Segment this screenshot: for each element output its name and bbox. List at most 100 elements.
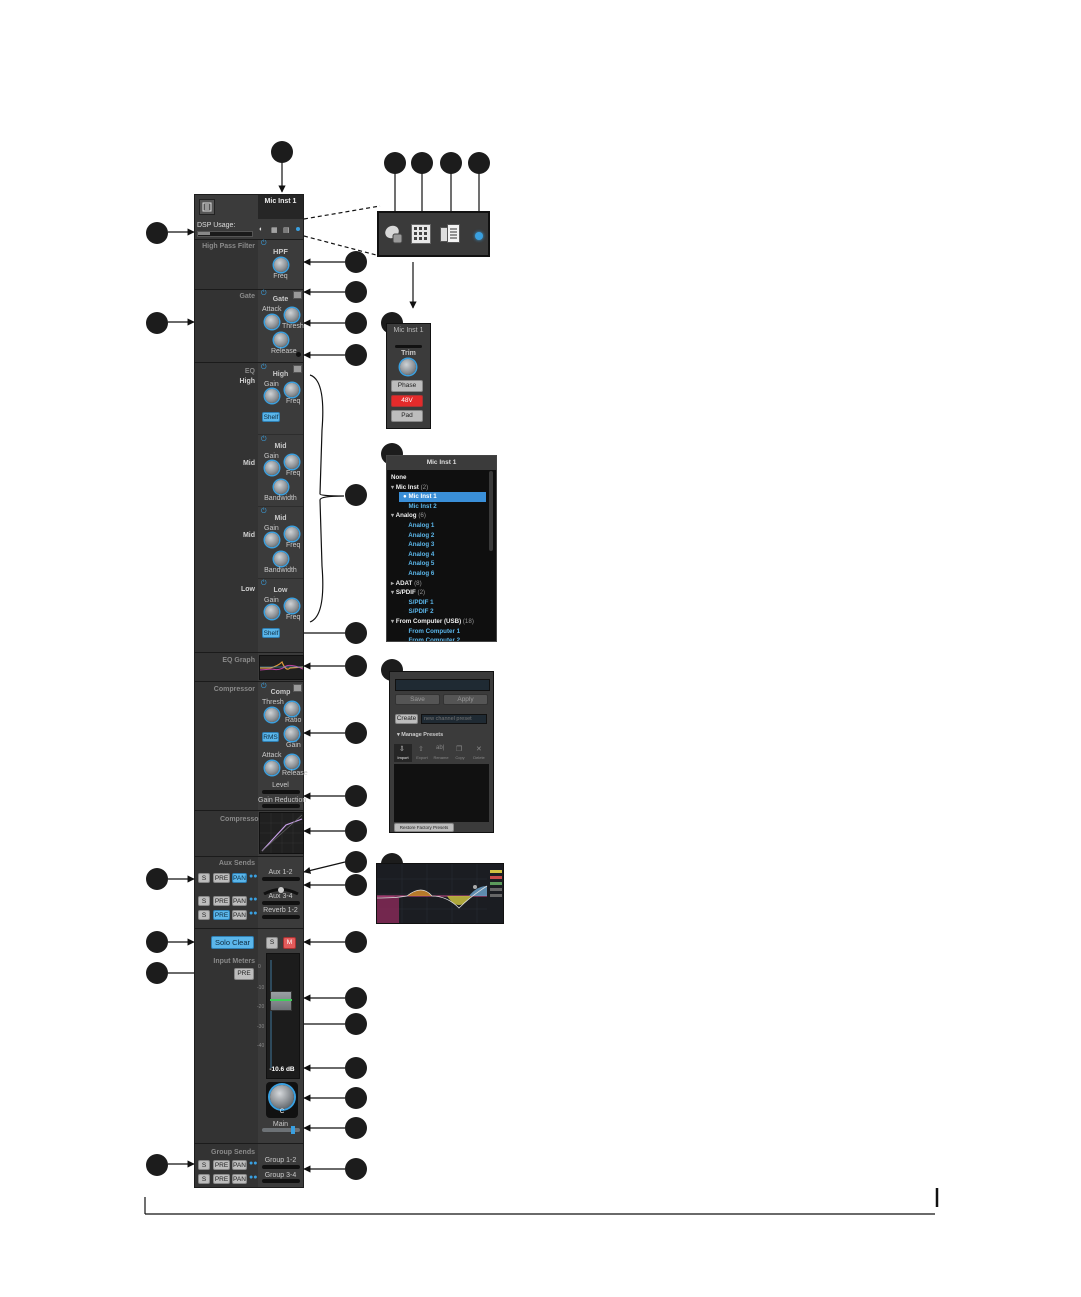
phase-button[interactable]: Phase <box>391 380 423 392</box>
comp-menu-icon[interactable] <box>293 684 302 692</box>
eq-graph-thumbnail[interactable] <box>259 655 304 680</box>
eq-bandwidth-knob[interactable] <box>274 552 288 566</box>
preset-copy-button[interactable]: ❐ Copy <box>451 744 469 762</box>
eq-gain-knob[interactable] <box>265 605 279 619</box>
hpf-power-icon[interactable]: ⏻ <box>261 240 267 247</box>
input-source-item[interactable]: ▾ From Computer (USB) (18) <box>391 617 496 627</box>
link-icon[interactable]: ●● <box>249 1174 258 1181</box>
group-solo-button[interactable]: S <box>198 1160 210 1170</box>
channel-preset-icon[interactable]: ▤ <box>283 227 290 234</box>
channel-name-header[interactable] <box>258 195 303 219</box>
manage-presets-toggle[interactable]: ▾ Manage Presets <box>397 732 443 738</box>
input-plug-icon[interactable] <box>383 222 405 246</box>
eq-freq-knob[interactable] <box>285 455 299 469</box>
aux-send-slider[interactable] <box>262 915 300 919</box>
solo-clear-button[interactable]: Solo Clear <box>211 936 254 949</box>
hpf-freq-knob[interactable] <box>274 258 288 272</box>
link-icon[interactable]: ●● <box>249 1160 258 1167</box>
pad-button[interactable]: Pad <box>391 410 423 422</box>
group-pre-button[interactable]: PRE <box>213 1174 230 1184</box>
comp-thresh-knob[interactable] <box>265 708 279 722</box>
gate-thresh-knob[interactable] <box>285 308 299 322</box>
grid-icon[interactable] <box>411 224 431 244</box>
input-source-item[interactable]: ● Mic Inst 1 <box>399 492 486 502</box>
preset-name-field[interactable] <box>395 679 490 691</box>
group-pre-button[interactable]: PRE <box>213 1160 230 1170</box>
input-source-item[interactable]: ▾ Analog (6) <box>391 511 496 521</box>
input-source-item[interactable]: ▾ S/PDIF (2) <box>391 588 496 598</box>
eq-bandwidth-knob[interactable] <box>274 480 288 494</box>
input-source-item[interactable]: ● Analog 3 <box>391 540 496 550</box>
input-source-item[interactable]: None <box>391 473 496 483</box>
input-source-item[interactable]: ▸ ADAT (8) <box>391 579 496 589</box>
group-pan-button[interactable]: PAN <box>232 1174 247 1184</box>
input-source-item[interactable]: ● S/PDIF 1 <box>391 598 496 608</box>
eq-band-menu-icon[interactable] <box>293 365 302 373</box>
eq-freq-knob[interactable] <box>285 527 299 541</box>
link-icon[interactable]: ●● <box>249 910 258 917</box>
input-source-item[interactable]: ● Mic Inst 2 <box>391 502 496 512</box>
group-pan-button[interactable]: PAN <box>232 1160 247 1170</box>
new-preset-input[interactable] <box>421 714 487 724</box>
aux-pan-button[interactable]: PAN <box>232 873 247 883</box>
fader-cap[interactable] <box>270 991 292 1011</box>
aux-pre-button[interactable]: PRE <box>213 910 230 920</box>
restore-factory-presets-button[interactable]: Restore Factory Presets <box>394 823 454 832</box>
gate-release-knob[interactable] <box>274 333 288 347</box>
preset-save-button[interactable]: Save <box>395 694 440 705</box>
phantom-power-button[interactable]: 48V <box>391 395 423 407</box>
grid-icon[interactable]: ▦ <box>271 227 278 234</box>
link-icon[interactable]: ●● <box>249 873 258 880</box>
preset-apply-button[interactable]: Apply <box>443 694 488 705</box>
eq-band-power-icon[interactable]: ⏻ <box>261 364 267 371</box>
trim-knob[interactable] <box>400 359 416 375</box>
preset-list-area[interactable] <box>394 764 489 822</box>
aux-send-slider[interactable] <box>262 901 300 905</box>
input-source-item[interactable]: ● Analog 5 <box>391 559 496 569</box>
comp-release-knob[interactable] <box>285 755 299 769</box>
input-source-item[interactable]: ● Analog 2 <box>391 531 496 541</box>
input-source-scrollbar[interactable] <box>489 471 493 551</box>
aux-pan-button[interactable]: PAN <box>232 896 247 906</box>
comp-power-icon[interactable]: ⏻ <box>261 683 267 690</box>
link-dot-icon[interactable] <box>296 227 300 231</box>
group-solo-button[interactable]: S <box>198 1174 210 1184</box>
aux-solo-button[interactable]: S <box>198 896 210 906</box>
eq-freq-knob[interactable] <box>285 383 299 397</box>
gate-attack-knob[interactable] <box>265 315 279 329</box>
input-plug-icon[interactable]: ◐ <box>259 226 264 233</box>
input-source-item[interactable]: ● Analog 6 <box>391 569 496 579</box>
compressor-graph-thumbnail[interactable] <box>259 812 304 854</box>
gate-sidechain-icon[interactable] <box>293 291 302 299</box>
eq-gain-knob[interactable] <box>265 389 279 403</box>
eq-shelf-button[interactable]: Shelf <box>262 412 280 422</box>
eq-graph-popup[interactable] <box>376 863 504 924</box>
input-source-item[interactable]: ▾ Mic Inst (2) <box>391 483 496 493</box>
preset-delete-button[interactable]: ✕ Delete <box>470 744 488 762</box>
solo-button[interactable]: S <box>266 937 278 949</box>
preset-export-button[interactable]: ⇧ Export <box>413 744 431 762</box>
comp-gain-knob[interactable] <box>285 727 299 741</box>
mute-button[interactable]: M <box>283 937 296 949</box>
eq-band-power-icon[interactable]: ⏻ <box>261 580 267 587</box>
link-icon[interactable]: ●● <box>249 896 258 903</box>
input-source-item[interactable]: ● Analog 1 <box>391 521 496 531</box>
comp-ratio-knob[interactable] <box>285 702 299 716</box>
aux-solo-button[interactable]: S <box>198 910 210 920</box>
preset-import-button[interactable]: ⇩ Import <box>394 744 412 762</box>
eq-shelf-button[interactable]: Shelf <box>262 628 280 638</box>
input-source-item[interactable]: ● From Computer 2 <box>391 636 496 641</box>
group-send-slider[interactable] <box>262 1165 300 1169</box>
input-source-item[interactable]: ● S/PDIF 2 <box>391 607 496 617</box>
aux-pan-arc[interactable] <box>262 882 300 896</box>
eq-gain-knob[interactable] <box>265 461 279 475</box>
eq-band-power-icon[interactable]: ⏻ <box>261 436 267 443</box>
comp-attack-knob[interactable] <box>265 761 279 775</box>
main-send-slider[interactable] <box>262 1128 300 1132</box>
input-source-item[interactable]: ● Analog 4 <box>391 550 496 560</box>
group-send-slider[interactable] <box>262 1179 300 1183</box>
gate-power-icon[interactable]: ⏻ <box>261 290 267 297</box>
pan-knob[interactable] <box>270 1085 294 1109</box>
aux-pan-button[interactable]: PAN <box>232 910 247 920</box>
comp-rms-button[interactable]: RMS <box>262 732 279 742</box>
